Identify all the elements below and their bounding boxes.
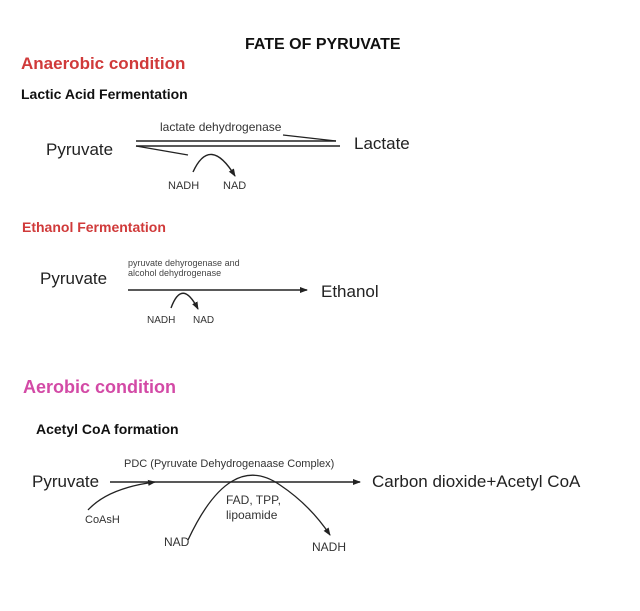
lactic-cofactor-out: NAD bbox=[223, 180, 247, 192]
lactic-product: Lactate bbox=[354, 134, 410, 153]
lactic-fermentation-heading: Lactic Acid Fermentation bbox=[21, 86, 188, 102]
cofactors-line1: FAD, TPP, bbox=[226, 493, 281, 507]
ethanol-cofactor-in: NADH bbox=[147, 315, 176, 326]
aerobic-heading: Aerobic condition bbox=[23, 377, 176, 397]
lactic-substrate: Pyruvate bbox=[46, 140, 114, 159]
nadh-to-nad-curve-icon bbox=[192, 153, 236, 177]
acetyl-cofactor-out: NADH bbox=[312, 540, 347, 554]
anaerobic-heading: Anaerobic condition bbox=[21, 54, 186, 73]
ethanol-cofactor-out: NAD bbox=[193, 315, 215, 326]
page-title: FATE OF PYRUVATE bbox=[245, 36, 401, 53]
lactic-enzyme-label: lactate dehydrogenase bbox=[160, 120, 282, 134]
ethanol-product: Ethanol bbox=[321, 282, 379, 301]
acetyl-coa-heading: Acetyl CoA formation bbox=[36, 421, 179, 437]
ethanol-fermentation-heading: Ethanol Fermentation bbox=[22, 219, 166, 235]
acetyl-enzyme-label: PDC (Pyruvate Dehydrogenaase Complex) bbox=[124, 458, 335, 470]
ethanol-substrate: Pyruvate bbox=[40, 269, 108, 288]
nadh-to-nad-curve-icon bbox=[170, 292, 199, 310]
lactic-cofactor-in: NADH bbox=[168, 180, 200, 192]
ethanol-enzyme-label-line1: pyruvate dehyrogenase and bbox=[128, 258, 240, 268]
nad-to-nadh-curve-icon bbox=[187, 474, 331, 541]
acetyl-product: Carbon dioxide+Acetyl CoA bbox=[372, 472, 581, 491]
acetyl-substrate: Pyruvate bbox=[32, 472, 100, 491]
equilibrium-arrow-icon bbox=[135, 134, 340, 156]
coash-entry-curve-icon bbox=[87, 479, 156, 511]
acetyl-cofactor-in: NAD bbox=[164, 535, 190, 549]
ethanol-enzyme-label-line2: alcohol dehydrogenase bbox=[128, 268, 222, 278]
cofactors-line2: lipoamide bbox=[226, 508, 278, 522]
coash-label: CoAsH bbox=[85, 514, 120, 526]
